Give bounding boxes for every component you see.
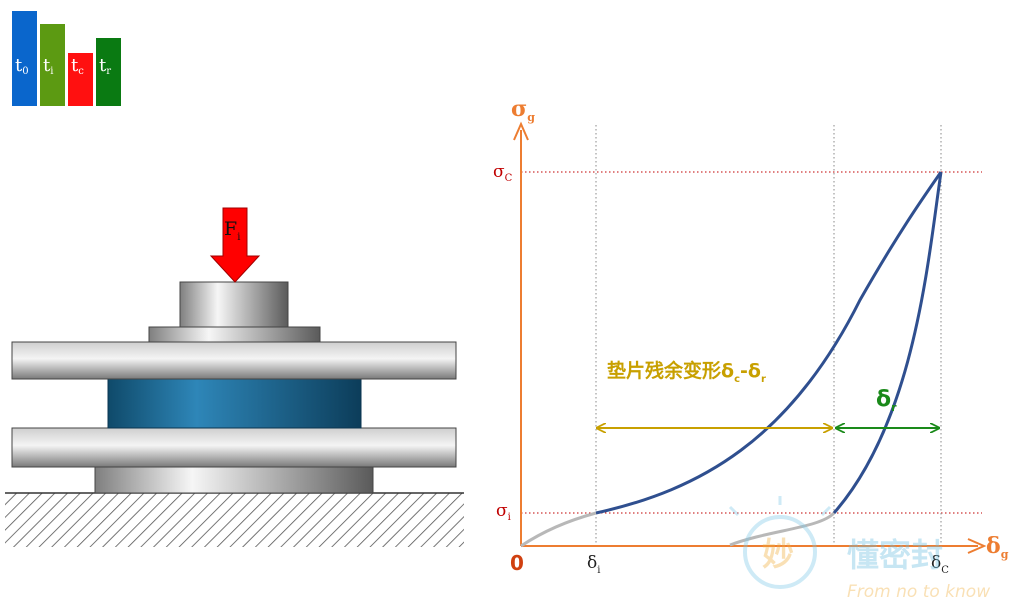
loading-curve bbox=[595, 171, 943, 515]
unloading-curve-tail bbox=[729, 511, 836, 547]
base-plate bbox=[94, 466, 374, 494]
watermark-logo-icon bbox=[743, 515, 817, 589]
time-bar-t0 bbox=[12, 11, 37, 106]
x-axis-arrow-icon bbox=[967, 538, 987, 554]
ground-hatch bbox=[5, 493, 464, 547]
sigma-c-label: σC bbox=[493, 162, 513, 184]
watermark-logo-char: 妙 bbox=[762, 535, 794, 573]
residual-deformation-label: 垫片残余变形δc-δr bbox=[607, 359, 766, 385]
load-plate bbox=[148, 326, 321, 343]
flange-assembly: Fi bbox=[5, 207, 464, 547]
force-arrow-icon bbox=[209, 207, 261, 283]
lower-flange bbox=[11, 427, 457, 468]
origin-label: 0 bbox=[510, 551, 524, 575]
time-bar-ti bbox=[40, 24, 65, 106]
time-bar-tc bbox=[68, 53, 93, 106]
delta-c-label: δC bbox=[931, 553, 949, 576]
gasket bbox=[107, 378, 362, 429]
time-bar-label: t0 bbox=[15, 55, 29, 77]
x-axis-label: δg bbox=[986, 533, 1009, 561]
watermark: 妙 懂密封 From no to know bbox=[728, 496, 990, 602]
force-label: Fi bbox=[224, 218, 240, 243]
unloading-curve bbox=[832, 171, 943, 514]
watermark-brand: 懂密封 bbox=[847, 536, 943, 574]
time-bar-label: tr bbox=[99, 55, 111, 77]
y-axis-arrow-icon bbox=[513, 121, 529, 141]
initial-loading-curve bbox=[520, 511, 597, 548]
time-bar-label: ti bbox=[43, 55, 53, 77]
upper-flange bbox=[11, 341, 457, 380]
time-bar-label: tc bbox=[71, 55, 84, 77]
delta-i-label: δi bbox=[587, 553, 600, 576]
watermark-slogan: From no to know bbox=[847, 582, 990, 600]
sigma-i-label: σi bbox=[496, 501, 511, 523]
recovery-label: δr bbox=[876, 387, 897, 414]
y-axis-label: σg bbox=[511, 96, 535, 124]
stress-strain-plot: σg δg 0 σC σi δi δC 垫片残余变形δc-δr δr bbox=[493, 96, 1009, 576]
time-bar-tr bbox=[96, 38, 121, 106]
load-punch bbox=[179, 281, 289, 328]
